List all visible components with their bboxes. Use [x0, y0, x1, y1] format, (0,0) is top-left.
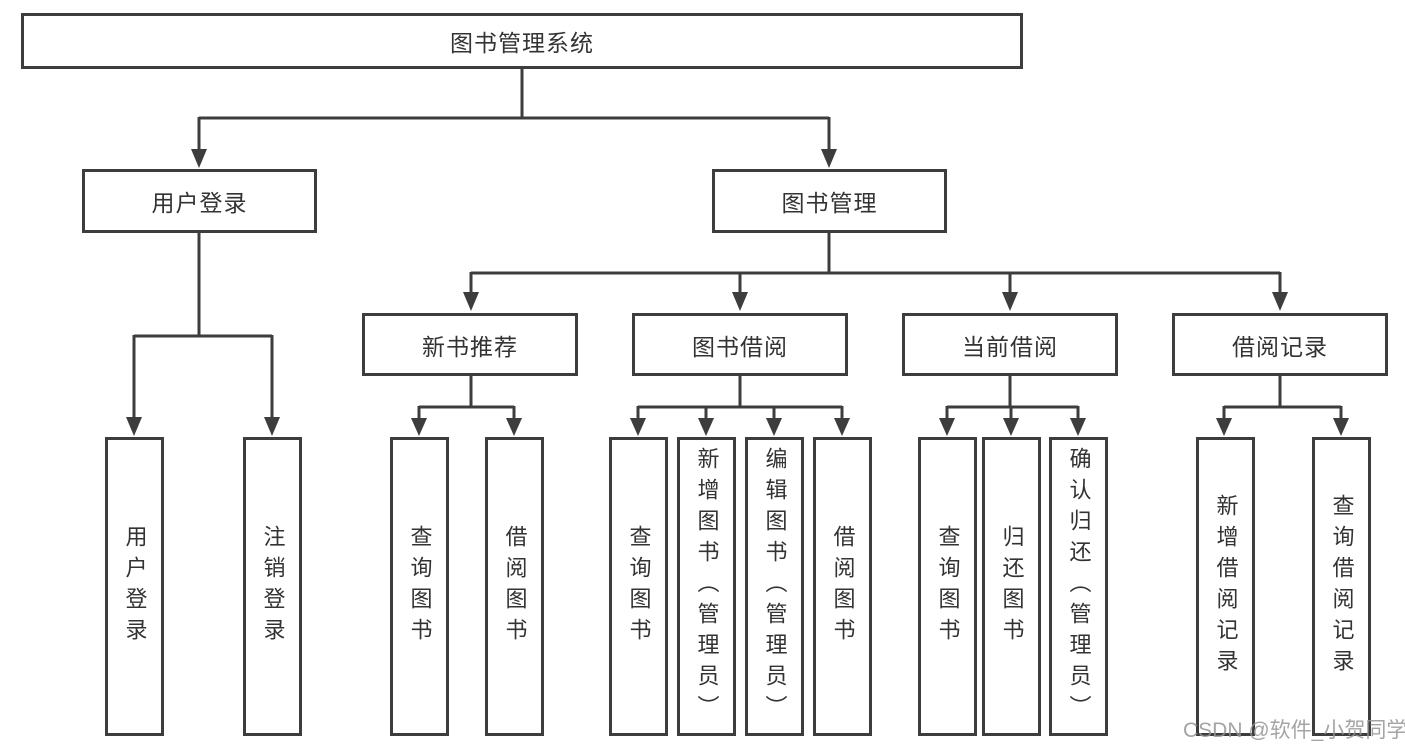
node-leaf-confirm-return-label: 确认归还（管理员）: [1066, 447, 1092, 726]
node-borrow-records: 借阅记录: [1172, 313, 1388, 376]
node-leaf-logout-label: 注销登录: [260, 524, 286, 649]
node-leaf-user-login: 用户登录: [105, 437, 164, 736]
node-leaf-borrow-books-1: 借阅图书: [485, 437, 544, 736]
node-leaf-add-books-label: 新增图书（管理员）: [694, 447, 720, 726]
node-leaf-borrow-books-2: 借阅图书: [813, 437, 872, 736]
node-leaf-query-books-2-label: 查询图书: [626, 524, 652, 649]
node-current-borrow: 当前借阅: [902, 313, 1118, 376]
node-user-login: 用户登录: [82, 169, 317, 233]
node-leaf-query-borrow-record-label: 查询借阅记录: [1329, 493, 1355, 680]
node-leaf-add-borrow-record: 新增借阅记录: [1196, 437, 1255, 736]
node-book-borrow: 图书借阅: [632, 313, 848, 376]
node-leaf-add-books: 新增图书（管理员）: [677, 437, 736, 736]
node-leaf-edit-books: 编辑图书（管理员）: [745, 437, 804, 736]
node-leaf-user-login-label: 用户登录: [122, 524, 148, 649]
node-leaf-query-books-3-label: 查询图书: [935, 524, 961, 649]
node-new-book-rec: 新书推荐: [362, 313, 578, 376]
node-leaf-query-books-1-label: 查询图书: [407, 524, 433, 649]
node-book-mgmt-label: 图书管理: [781, 190, 878, 216]
csdn-watermark: CSDN @软件_小贺同学: [1183, 719, 1405, 742]
node-leaf-query-books-2: 查询图书: [609, 437, 668, 736]
node-leaf-confirm-return: 确认归还（管理员）: [1049, 437, 1108, 736]
node-leaf-borrow-books-1-label: 借阅图书: [502, 524, 528, 649]
node-current-borrow-label: 当前借阅: [962, 333, 1058, 360]
node-new-book-rec-label: 新书推荐: [422, 333, 518, 360]
node-book-mgmt: 图书管理: [712, 169, 947, 233]
node-leaf-add-borrow-record-label: 新增借阅记录: [1213, 493, 1239, 680]
node-leaf-borrow-books-2-label: 借阅图书: [830, 524, 856, 649]
node-leaf-edit-books-label: 编辑图书（管理员）: [762, 447, 788, 726]
node-leaf-return-books: 归还图书: [982, 437, 1041, 736]
node-root-label: 图书管理系统: [450, 30, 594, 56]
node-leaf-query-books-1: 查询图书: [390, 437, 449, 736]
node-leaf-return-books-label: 归还图书: [999, 524, 1025, 649]
node-leaf-logout: 注销登录: [243, 437, 302, 736]
node-book-borrow-label: 图书借阅: [692, 333, 788, 360]
node-user-login-label: 用户登录: [151, 190, 248, 216]
node-leaf-query-books-3: 查询图书: [918, 437, 977, 736]
node-leaf-query-borrow-record: 查询借阅记录: [1312, 437, 1371, 736]
node-root: 图书管理系统: [21, 13, 1023, 69]
node-borrow-records-label: 借阅记录: [1232, 333, 1328, 360]
